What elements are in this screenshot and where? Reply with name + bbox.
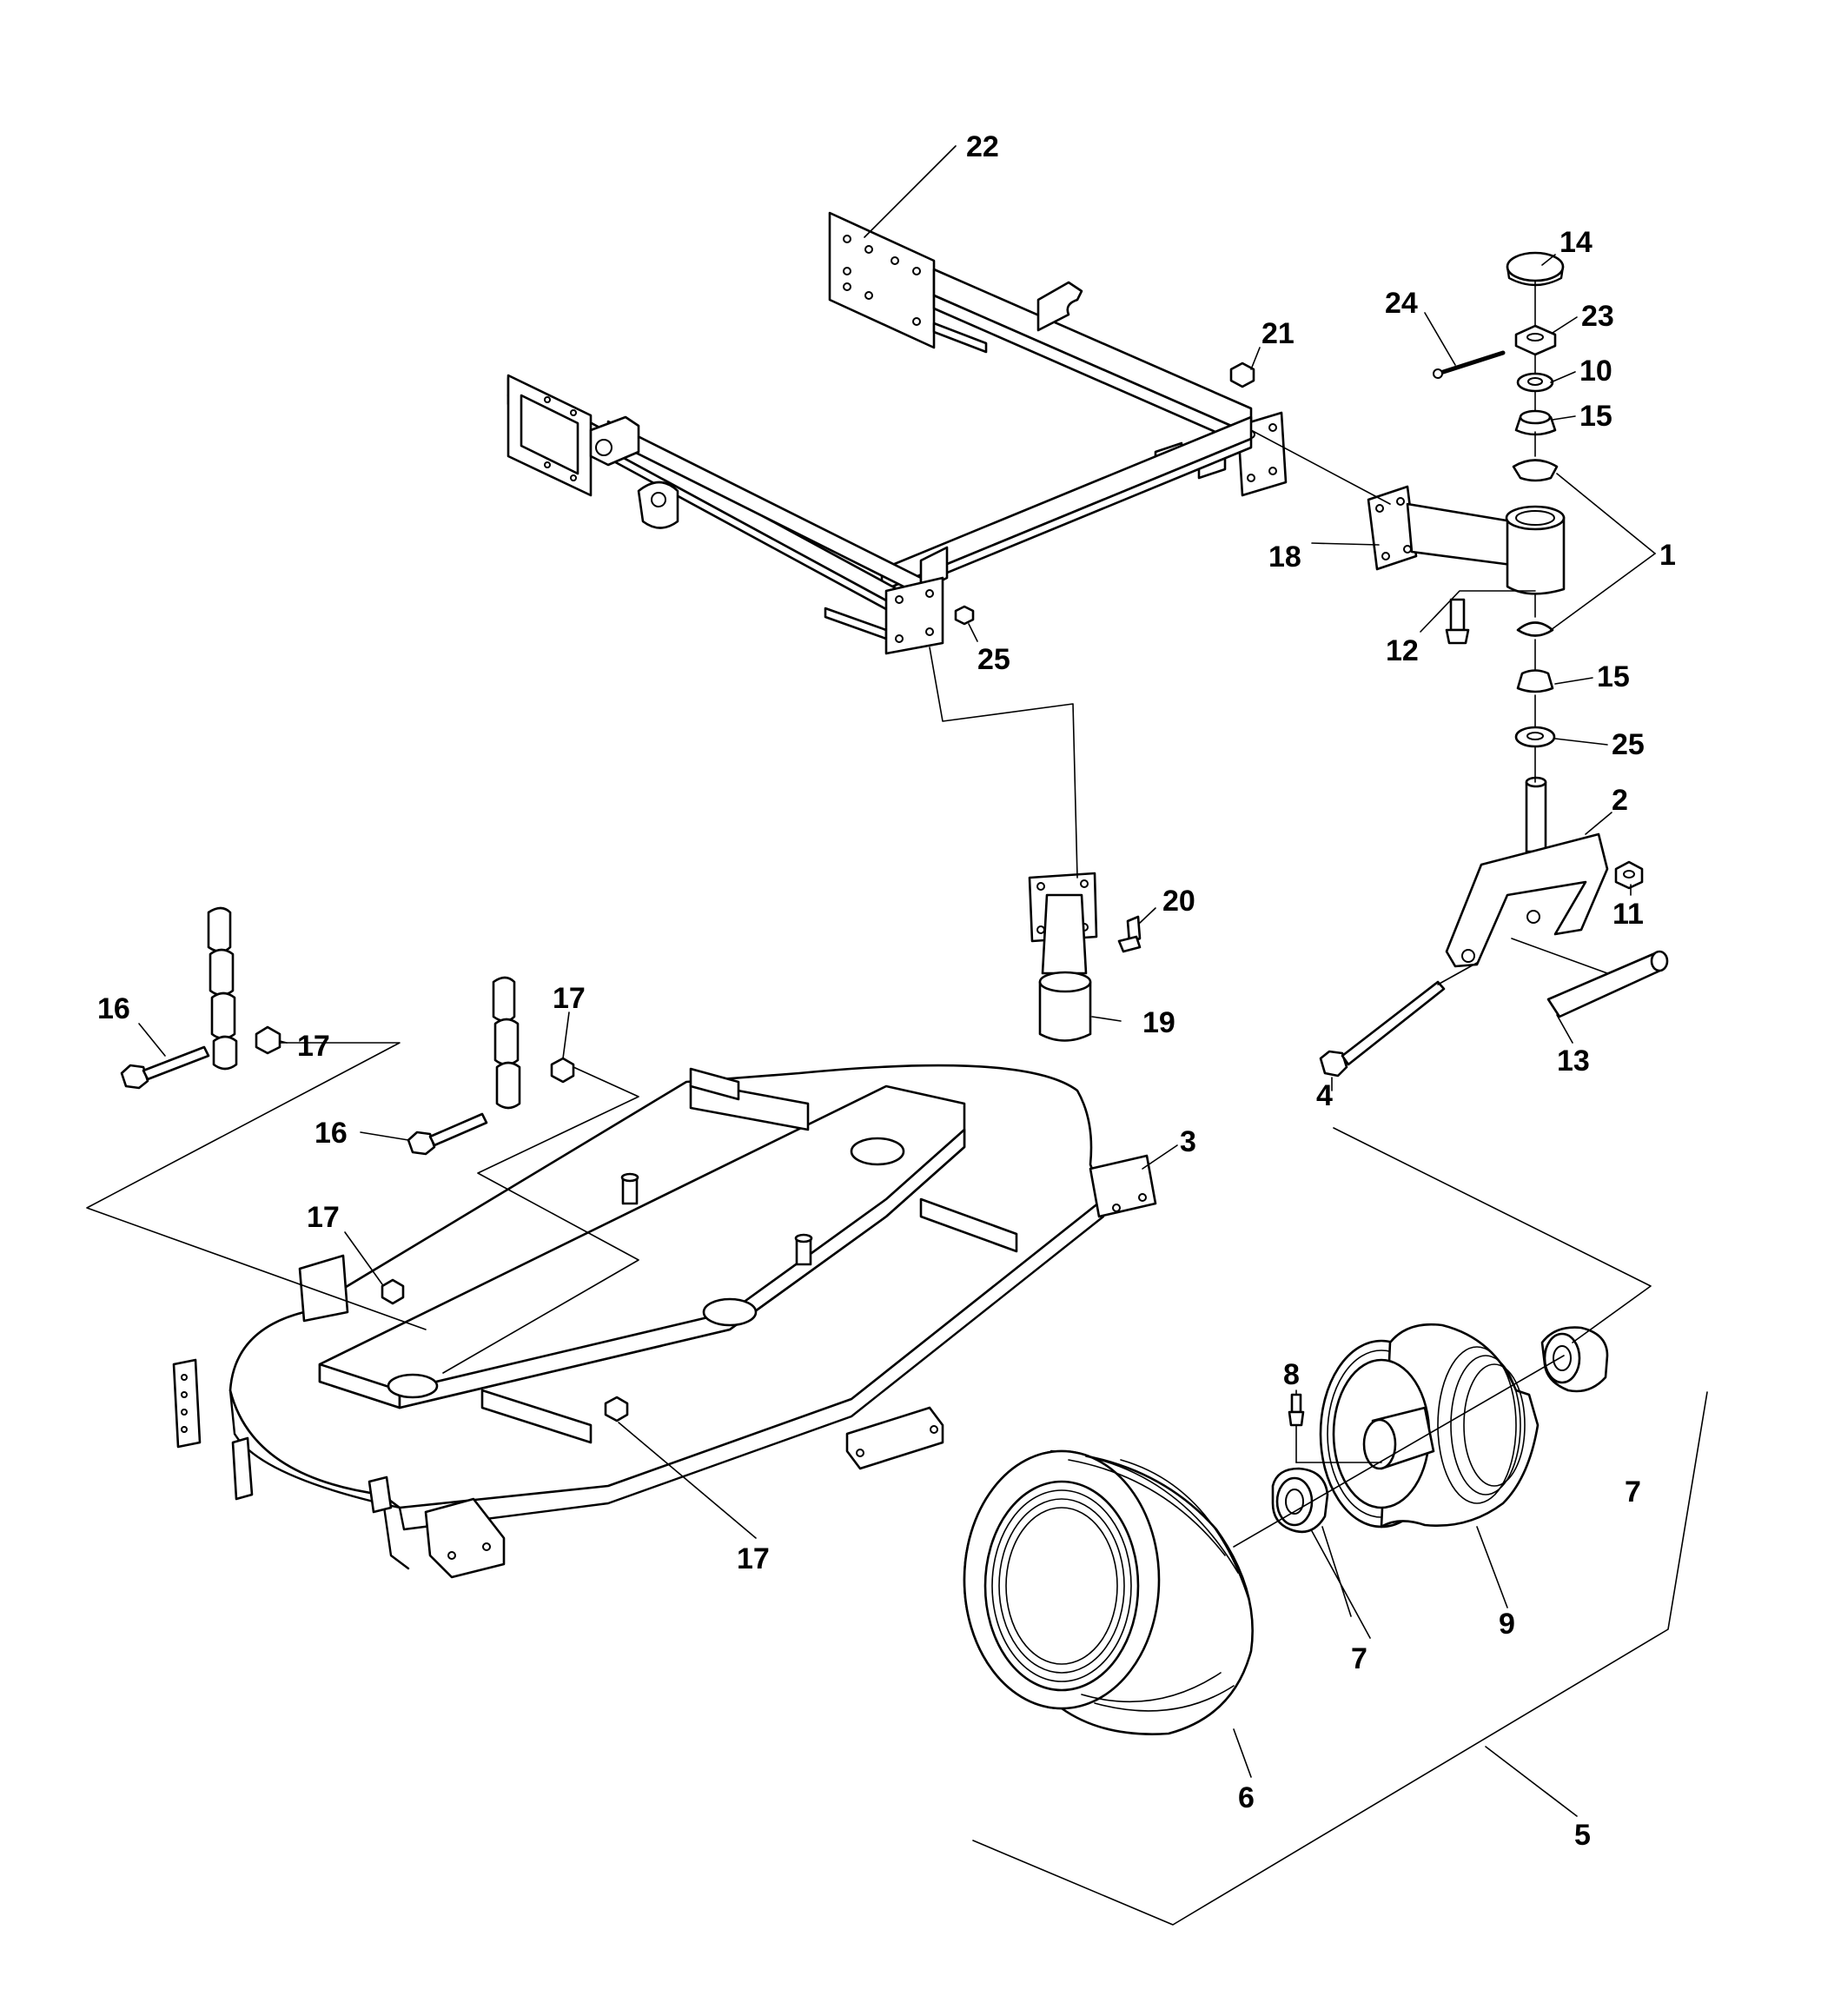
washer-25 [1514, 726, 1556, 748]
main-frame [507, 211, 1288, 655]
grease-fitting-8 [1288, 1393, 1305, 1427]
tire-6 [963, 1449, 1254, 1735]
bolt-16-left [120, 1045, 210, 1090]
chain-left [207, 906, 238, 1071]
nut-17-deck-a [381, 1278, 405, 1305]
callout-5: 5 [1574, 1819, 1591, 1852]
mower-deck [172, 1064, 1157, 1579]
leader-lines [138, 145, 1656, 1817]
nut-17-left [255, 1025, 281, 1055]
callout-8: 8 [1283, 1358, 1300, 1391]
callout-14: 14 [1559, 226, 1593, 259]
pin-24 [1433, 350, 1506, 379]
nut-23 [1514, 324, 1557, 356]
callout-22: 22 [966, 130, 999, 163]
race-1-bottom [1516, 621, 1554, 637]
callout-16a: 16 [97, 992, 130, 1025]
nut-25-frame [954, 605, 975, 626]
callout-7a: 7 [1625, 1476, 1641, 1509]
nut-11 [1614, 860, 1644, 890]
callout-16b: 16 [315, 1117, 348, 1150]
callout-3: 3 [1180, 1125, 1196, 1158]
callout-25a: 25 [977, 643, 1010, 676]
bolt-16-right [407, 1112, 488, 1156]
callout-17c: 17 [307, 1201, 340, 1234]
callout-12: 12 [1386, 634, 1419, 667]
callout-15a: 15 [1579, 400, 1612, 433]
chain-right [492, 976, 521, 1110]
bearing-7-outer [1540, 1326, 1609, 1393]
bolt-4 [1319, 980, 1446, 1078]
callout-17a: 17 [297, 1030, 330, 1063]
callout-17b: 17 [553, 982, 586, 1015]
callout-21: 21 [1261, 317, 1295, 350]
hub-9 [1319, 1323, 1540, 1529]
bearing-15-top [1514, 409, 1557, 436]
nut-17-deck-b [604, 1396, 629, 1422]
callout-24: 24 [1385, 287, 1418, 320]
washer-10 [1516, 372, 1554, 393]
callout-9: 9 [1499, 1608, 1515, 1641]
callout-17d: 17 [737, 1542, 770, 1575]
callout-labels: 22 14 24 23 21 10 15 1 18 12 25 15 25 2 … [97, 130, 1676, 1852]
callout-13: 13 [1557, 1044, 1590, 1078]
callout-10: 10 [1579, 355, 1612, 388]
deck-mount-19 [1028, 872, 1098, 1042]
callout-20: 20 [1162, 885, 1195, 918]
callout-7b: 7 [1351, 1642, 1367, 1675]
callout-6: 6 [1238, 1781, 1255, 1814]
callout-15b: 15 [1597, 660, 1630, 693]
grease-fitting-12 [1445, 598, 1470, 645]
callout-23: 23 [1581, 300, 1614, 333]
callout-4: 4 [1316, 1079, 1333, 1112]
race-1-top [1512, 459, 1559, 482]
callout-19: 19 [1142, 1006, 1175, 1039]
callout-2: 2 [1612, 784, 1628, 817]
callout-25b: 25 [1612, 728, 1645, 761]
assembly-lines [86, 280, 1708, 1926]
nut-21 [1229, 361, 1255, 388]
bearing-15-bottom [1516, 669, 1554, 693]
callout-1: 1 [1659, 539, 1676, 572]
nut-17-right [550, 1057, 575, 1084]
callout-18: 18 [1268, 540, 1301, 574]
caster-arm [1367, 485, 1566, 595]
bearing-7-inner [1271, 1467, 1329, 1534]
caster-fork [1445, 776, 1609, 968]
bolt-20 [1117, 915, 1142, 953]
callout-11: 11 [1612, 898, 1644, 931]
spacer-13 [1546, 950, 1669, 1018]
